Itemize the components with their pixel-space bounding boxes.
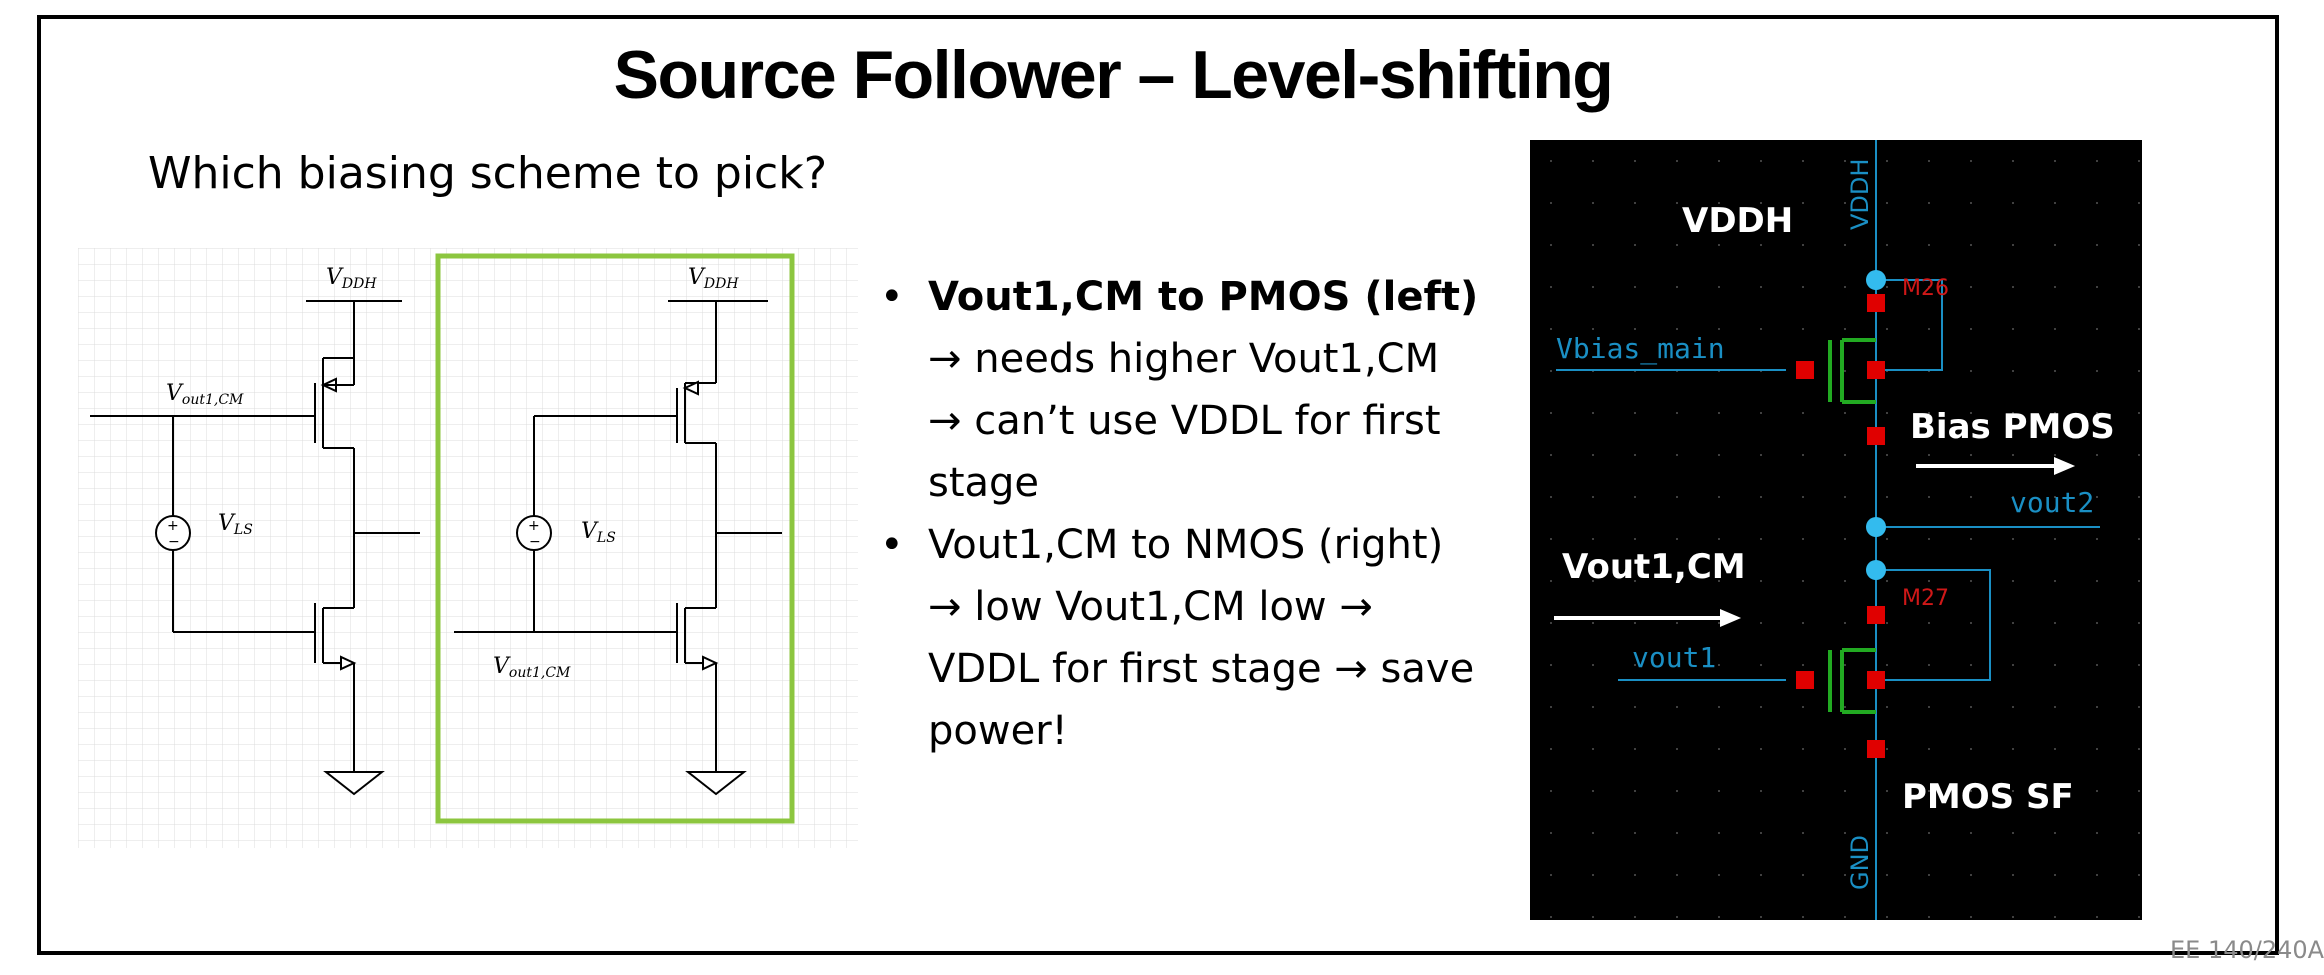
layout-vout1cm: Vout1,CM xyxy=(1562,547,1746,587)
bullet-line: power! xyxy=(928,708,1068,754)
layout-gnd-net: GND xyxy=(1846,835,1874,890)
question-text: Which biasing scheme to pick? xyxy=(148,148,828,199)
bullet-item: Vout1,CM to NMOS (right) → low Vout1,CM l… xyxy=(880,514,1520,762)
bullet-line: VDDL for first stage → save xyxy=(928,646,1475,692)
schematics-figure: VDDH Vout1,CM VLS + − VDDH Vout1,CM VLS … xyxy=(78,248,858,848)
layout-m27-label: M27 xyxy=(1902,586,1949,611)
layout-vbias-label: Vbias_main xyxy=(1556,332,1725,366)
bullet-heading: Vout1,CM to NMOS (right) xyxy=(928,522,1444,568)
bullet-line: → low Vout1,CM low → xyxy=(928,584,1373,630)
layout-vout2-label: vout2 xyxy=(2010,486,2094,519)
bullet-line: stage xyxy=(928,460,1040,506)
right-schematic xyxy=(454,300,782,796)
right-source-plus: + xyxy=(528,518,540,534)
course-footer: EE 140/240A xyxy=(2170,936,2324,964)
left-input-label: Vout1,CM xyxy=(166,381,244,408)
layout-pmos-sf: PMOS SF xyxy=(1902,777,2074,817)
bullet-line: → can’t use VDDL for first xyxy=(928,398,1441,444)
bullet-heading: Vout1,CM to PMOS (left) xyxy=(928,274,1479,320)
layout-vddh-title: VDDH xyxy=(1682,201,1793,241)
layout-transistors xyxy=(1828,338,1876,714)
layout-m26-label: M26 xyxy=(1902,276,1949,301)
left-source-plus: + xyxy=(167,518,179,534)
layout-pins xyxy=(1796,294,1885,758)
bullet-line: → needs higher Vout1,CM xyxy=(928,336,1440,382)
layout-arrows xyxy=(1554,456,2076,628)
slide-frame xyxy=(37,15,2279,955)
slide-title: Source Follower – Level-shifting xyxy=(613,37,1614,113)
grid-background xyxy=(78,248,858,848)
bullet-item: Vout1,CM to PMOS (left) → needs higher Vo… xyxy=(880,266,1520,514)
layout-vddh-net: VDDH xyxy=(1846,159,1874,230)
right-source-minus: − xyxy=(529,534,541,550)
layout-bias-pmos: Bias PMOS xyxy=(1910,407,2115,447)
layout-nodes xyxy=(1866,270,1886,580)
left-schematic xyxy=(90,300,420,796)
left-source-minus: − xyxy=(168,534,180,550)
layout-vout1-label: vout1 xyxy=(1632,641,1716,674)
layout-schematic: VDDH GND Vbias_main vout1 vout2 M26 M27 … xyxy=(1530,140,2142,920)
right-highlight-box xyxy=(435,253,795,824)
layout-dot-grid xyxy=(1530,140,2142,920)
bullet-list: Vout1,CM to PMOS (left) → needs higher Vo… xyxy=(880,266,1520,762)
